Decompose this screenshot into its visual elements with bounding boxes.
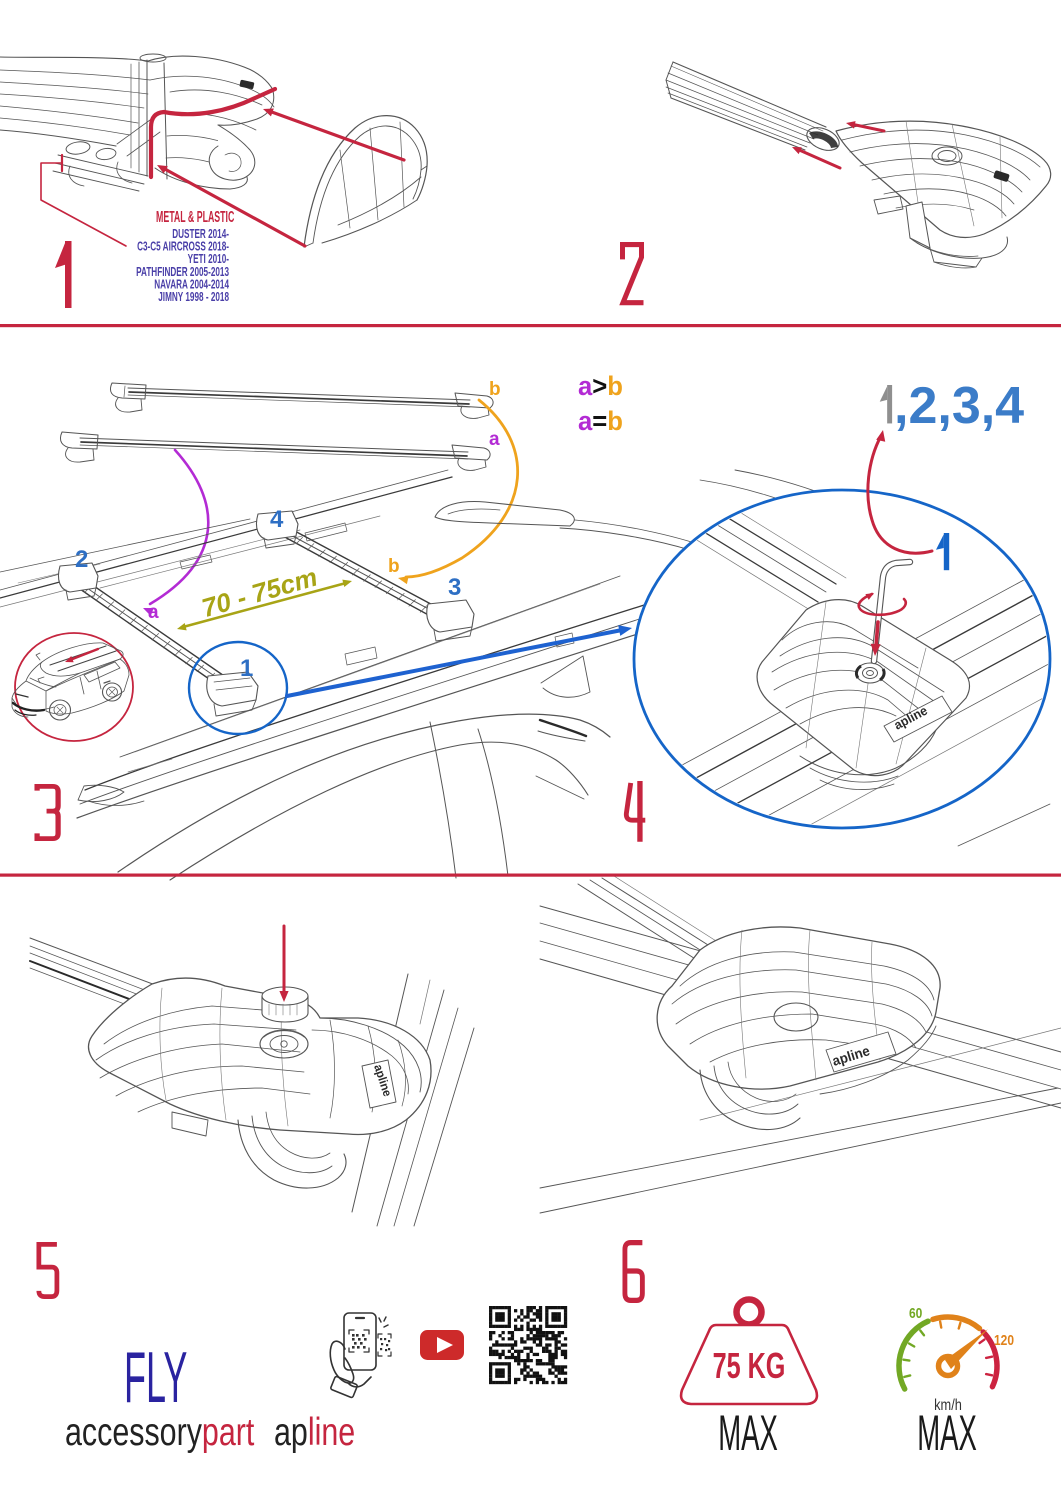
svg-text:NAVARA 2004-2014: NAVARA 2004-2014	[154, 278, 229, 292]
svg-text:a: a	[148, 602, 159, 623]
svg-text:1: 1	[240, 655, 253, 682]
svg-text:75 KG: 75 KG	[713, 1346, 786, 1387]
svg-text:km/h: km/h	[934, 1397, 962, 1415]
svg-text:b: b	[388, 556, 400, 577]
svg-text:apline: apline	[274, 1410, 355, 1453]
svg-text:JIMNY 1998 - 2018: JIMNY 1998 - 2018	[158, 290, 229, 304]
svg-text:MAX: MAX	[917, 1404, 977, 1461]
svg-text:2: 2	[75, 546, 88, 573]
svg-text:a>b: a>b	[578, 370, 623, 401]
svg-text:60: 60	[909, 1305, 922, 1322]
svg-text:YETI 2010-: YETI 2010-	[188, 252, 230, 266]
svg-text:FLY: FLY	[124, 1337, 187, 1418]
svg-text:MAX: MAX	[718, 1404, 778, 1461]
svg-text:3: 3	[448, 574, 461, 601]
svg-text:120: 120	[994, 1332, 1014, 1349]
svg-text:70 - 75cm: 70 - 75cm	[198, 562, 320, 624]
svg-text:METAL & PLASTIC: METAL & PLASTIC	[156, 207, 234, 226]
svg-text:a=b: a=b	[578, 405, 623, 436]
svg-text:PATHFINDER 2005-2013: PATHFINDER 2005-2013	[136, 265, 229, 279]
svg-text:C3-C5 AIRCROSS 2018-: C3-C5 AIRCROSS 2018-	[137, 240, 229, 254]
svg-text:,2,3,4: ,2,3,4	[894, 377, 1024, 435]
svg-text:accessorypart: accessorypart	[65, 1410, 255, 1453]
svg-text:4: 4	[270, 506, 284, 533]
svg-text:DUSTER 2014-: DUSTER 2014-	[172, 227, 229, 241]
svg-text:a: a	[489, 429, 500, 450]
svg-text:b: b	[489, 379, 501, 400]
